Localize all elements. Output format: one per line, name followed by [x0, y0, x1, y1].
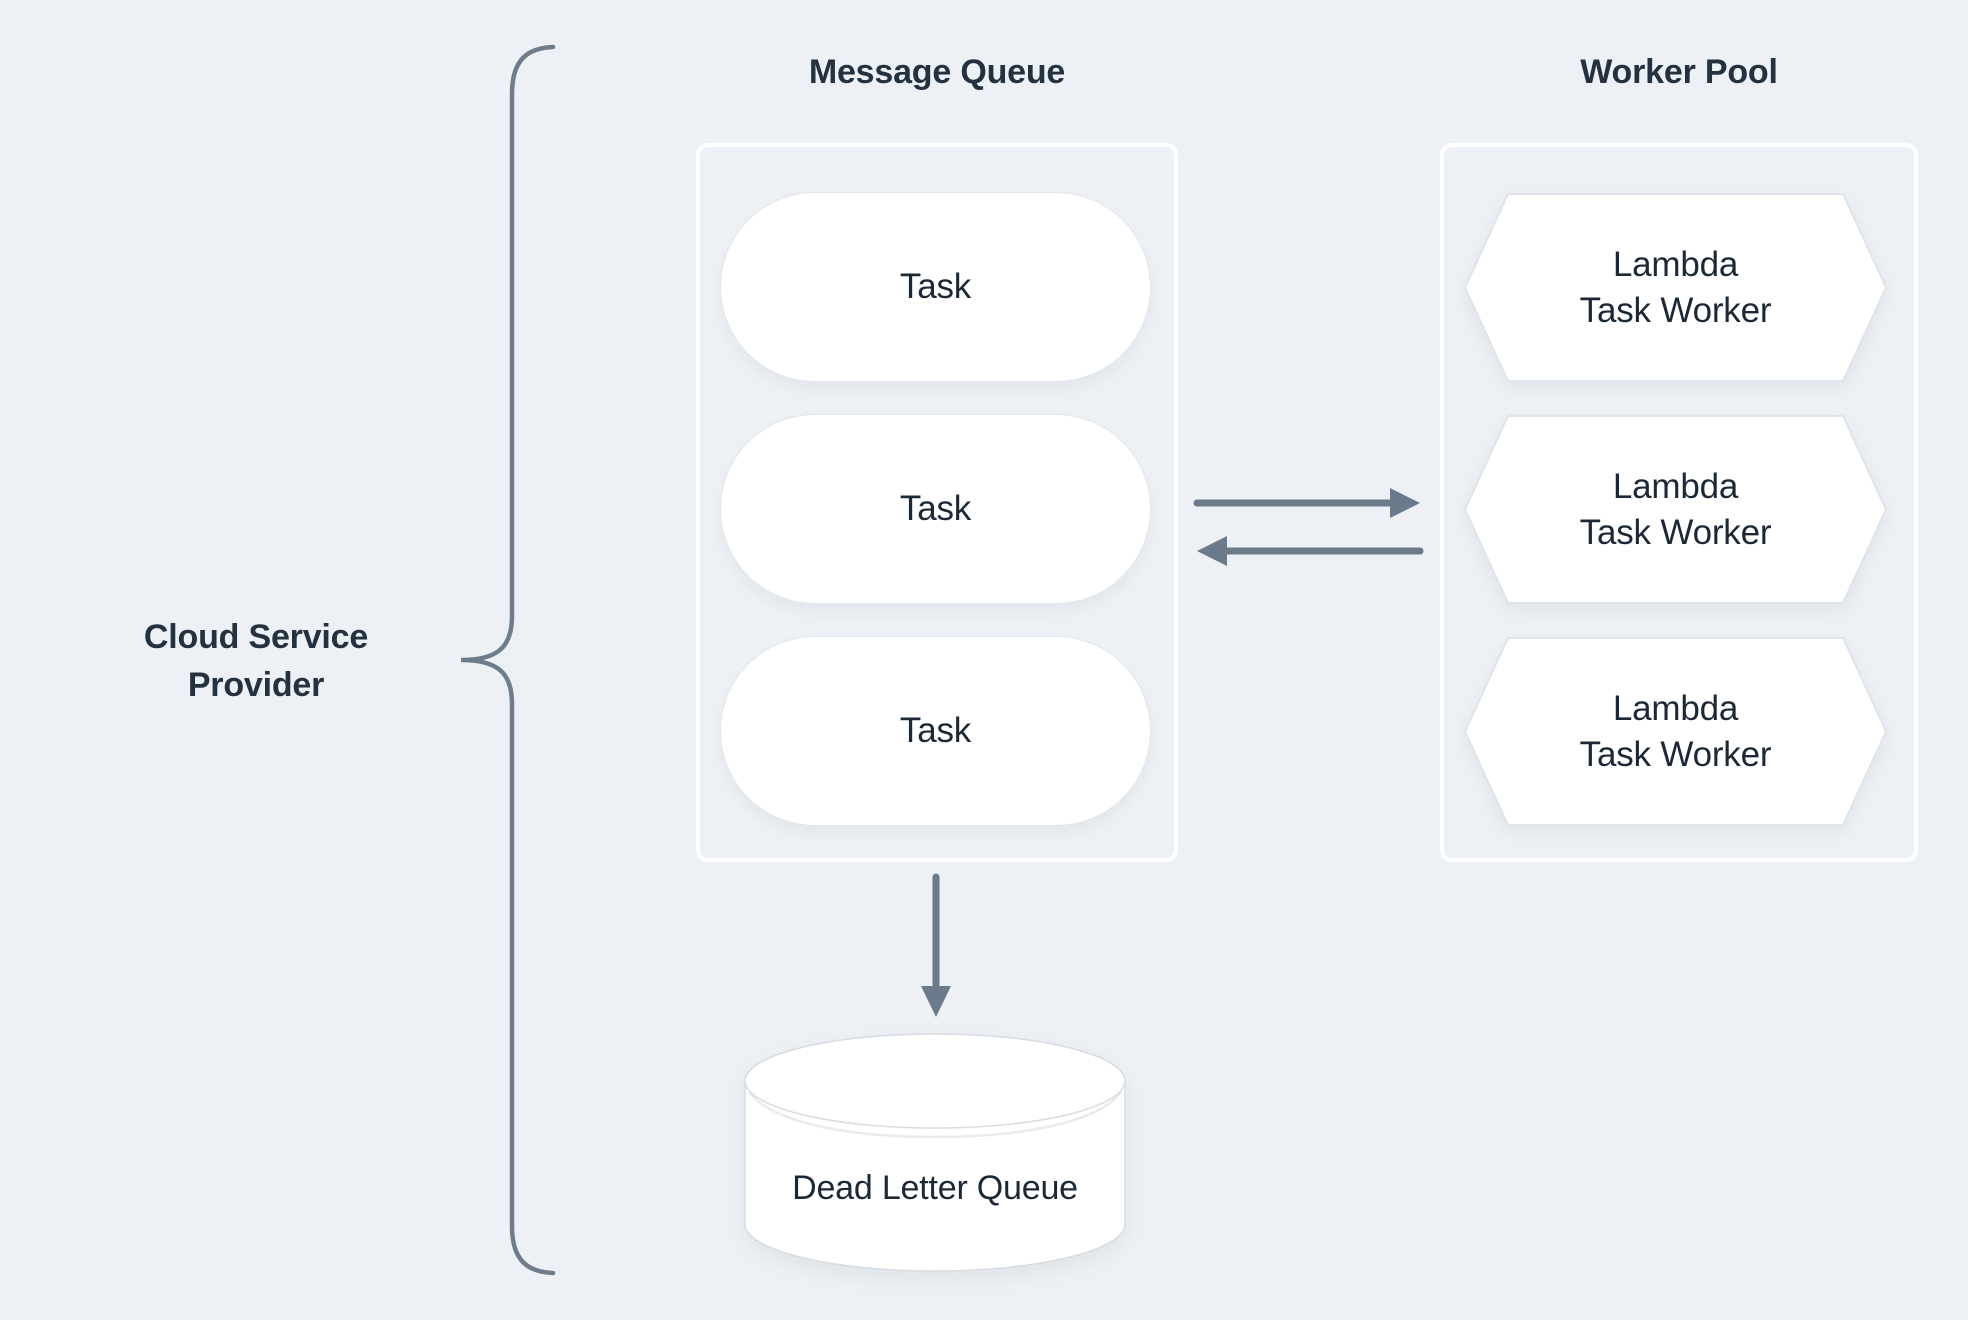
queue-to-dlq-arrow — [921, 873, 951, 1017]
worker-pool-container — [1440, 143, 1918, 862]
cylinder-shape — [744, 1033, 1126, 1272]
worker-to-queue-arrow — [1197, 536, 1424, 566]
lambda-worker-node-1-label: Lambda Task Worker — [1463, 192, 1888, 383]
lambda-worker-node-2-label: Lambda Task Worker — [1463, 414, 1888, 605]
lambda-worker-node-1: Lambda Task Worker — [1463, 192, 1888, 383]
task-node-1: Task — [720, 192, 1151, 382]
cloud-provider-label-line1: Cloud Service — [143, 618, 369, 656]
dead-letter-queue-node: Dead Letter Queue — [743, 1032, 1127, 1273]
lambda-worker-node-3-label: Lambda Task Worker — [1463, 636, 1888, 827]
worker-label-line1: Lambda — [1612, 244, 1739, 284]
task-node-2: Task — [720, 414, 1151, 604]
worker-label-line2: Task Worker — [1579, 290, 1772, 330]
lambda-worker-node-3: Lambda Task Worker — [1463, 636, 1888, 827]
queue-to-worker-arrow — [1193, 488, 1420, 518]
cloud-provider-brace — [460, 44, 556, 1276]
message-queue-title: Message Queue — [808, 53, 1066, 91]
worker-pool-title: Worker Pool — [1580, 53, 1778, 91]
worker-label-line1: Lambda — [1612, 466, 1739, 506]
task-node-3: Task — [720, 636, 1151, 826]
hexagon-shape — [1464, 637, 1887, 826]
worker-label-line2: Task Worker — [1579, 734, 1772, 774]
cloud-provider-label: Cloud Service Provider — [96, 613, 416, 709]
message-queue-container — [696, 143, 1178, 862]
hexagon-shape — [1464, 193, 1887, 382]
task-node-2-label: Task — [899, 489, 972, 528]
task-node-3-label: Task — [899, 711, 972, 750]
lambda-worker-node-2: Lambda Task Worker — [1463, 414, 1888, 605]
hexagon-shape — [1464, 415, 1887, 604]
worker-label-line2: Task Worker — [1579, 512, 1772, 552]
dead-letter-queue-label: Dead Letter Queue — [792, 1169, 1078, 1207]
task-node-1-label: Task — [899, 267, 972, 306]
cloud-provider-label-line2: Provider — [187, 666, 325, 704]
worker-label-line1: Lambda — [1612, 688, 1739, 728]
